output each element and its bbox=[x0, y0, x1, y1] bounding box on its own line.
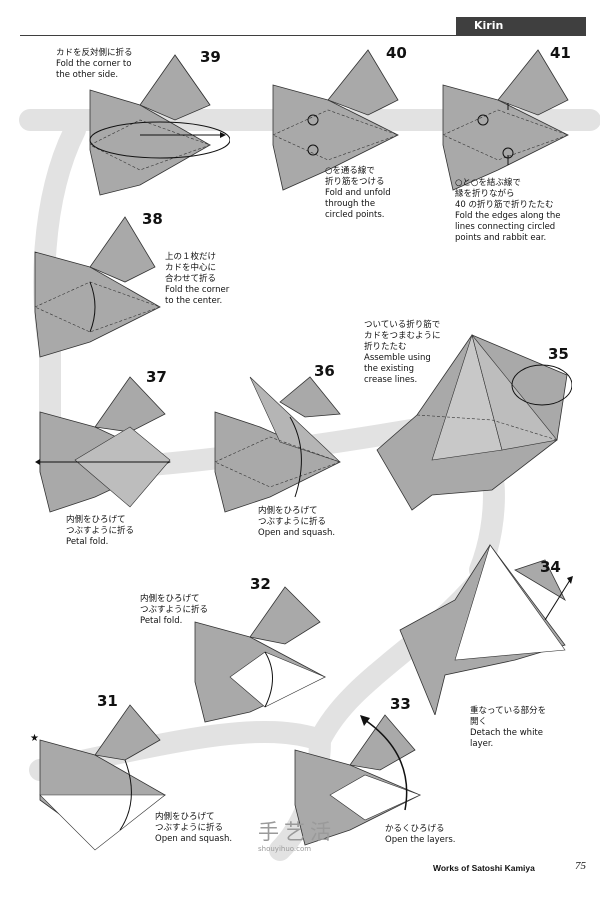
caption-line: 縁を折りながら bbox=[455, 189, 560, 200]
caption-line: lines connecting circled bbox=[455, 222, 560, 233]
caption-line: Open the layers. bbox=[385, 835, 456, 846]
step-37-diagram bbox=[35, 372, 180, 517]
caption-line: 40 の折り筋で折りたたむ bbox=[455, 200, 560, 211]
step-34-caption: 重なっている部分を 開く Detach the white layer. bbox=[470, 706, 546, 750]
caption-line: Detach the white bbox=[470, 728, 546, 739]
caption-line: カドをつまむように bbox=[364, 331, 441, 342]
step-41-diagram bbox=[438, 45, 588, 195]
caption-line: through the bbox=[325, 199, 391, 210]
caption-line: 開く bbox=[470, 717, 546, 728]
caption-line: Fold the corner bbox=[165, 285, 229, 296]
watermark: 手艺活 bbox=[258, 816, 336, 846]
step-36-number: 36 bbox=[314, 362, 335, 380]
caption-line: カドを中心に bbox=[165, 263, 229, 274]
watermark-url: shouyihuo.com bbox=[258, 845, 311, 853]
caption-line: つぶすように折る bbox=[258, 517, 335, 528]
caption-line: Petal fold. bbox=[66, 537, 134, 548]
caption-line: 合わせて折る bbox=[165, 274, 229, 285]
caption-line: points and rabbit ear. bbox=[455, 233, 560, 244]
caption-line: 内側をひろげて bbox=[258, 506, 335, 517]
step-35-caption: ついている折り筋で カドをつまむように 折りたたむ Assemble using… bbox=[364, 320, 441, 386]
caption-line: Assemble using bbox=[364, 353, 441, 364]
caption-line: ついている折り筋で bbox=[364, 320, 441, 331]
step-40-caption: ○を通る線で 折り筋をつける Fold and unfold through t… bbox=[325, 166, 391, 221]
caption-line: crease lines. bbox=[364, 375, 441, 386]
step-38-number: 38 bbox=[142, 210, 163, 228]
step-38-caption: 上の１枚だけ カドを中心に 合わせて折る Fold the corner to … bbox=[165, 252, 229, 307]
caption-line: 上の１枚だけ bbox=[165, 252, 229, 263]
caption-line: layer. bbox=[470, 739, 546, 750]
caption-line: ○を通る線で bbox=[325, 166, 391, 177]
step-37-number: 37 bbox=[146, 368, 167, 386]
step-32-diagram bbox=[190, 582, 340, 727]
caption-line: Open and squash. bbox=[258, 528, 335, 539]
caption-line: 内側をひろげて bbox=[140, 594, 208, 605]
caption-line: 折りたたむ bbox=[364, 342, 441, 353]
step-38-diagram bbox=[30, 212, 170, 362]
caption-line: 重なっている部分を bbox=[470, 706, 546, 717]
caption-line: circled points. bbox=[325, 210, 391, 221]
caption-line: つぶすように折る bbox=[66, 526, 134, 537]
caption-line: Fold the edges along the bbox=[455, 211, 560, 222]
caption-line: Petal fold. bbox=[140, 616, 208, 627]
caption-line: Fold the corner to bbox=[56, 59, 133, 70]
step-31-number: 31 bbox=[97, 692, 118, 710]
step-35-number: 35 bbox=[548, 345, 569, 363]
step-40-number: 40 bbox=[386, 44, 407, 62]
step-36-diagram bbox=[210, 372, 350, 517]
step-31-caption: 内側をひろげて つぶすように折る Open and squash. bbox=[155, 812, 232, 845]
credit: Works of Satoshi Kamiya bbox=[433, 863, 535, 873]
caption-line: かるくひろげる bbox=[385, 824, 456, 835]
caption-line: 内側をひろげて bbox=[155, 812, 232, 823]
step-41-number: 41 bbox=[550, 44, 571, 62]
caption-line: カドを反対側に折る bbox=[56, 48, 133, 59]
caption-line: Open and squash. bbox=[155, 834, 232, 845]
caption-line: つぶすように折る bbox=[155, 823, 232, 834]
step-39-caption: カドを反対側に折る Fold the corner to the other s… bbox=[56, 48, 133, 81]
caption-line: つぶすように折る bbox=[140, 605, 208, 616]
step-34-number: 34 bbox=[540, 558, 561, 576]
caption-line: the existing bbox=[364, 364, 441, 375]
caption-line: 内側をひろげて bbox=[66, 515, 134, 526]
caption-line: ○と○を結ぶ線で bbox=[455, 178, 560, 189]
chapter-tab: Kirin bbox=[456, 17, 586, 35]
header-rule bbox=[20, 35, 586, 36]
step-33-caption: かるくひろげる Open the layers. bbox=[385, 824, 456, 846]
step-39-number: 39 bbox=[200, 48, 221, 66]
step-33-number: 33 bbox=[390, 695, 411, 713]
chapter-title: Kirin bbox=[474, 19, 503, 32]
step-37-caption: 内側をひろげて つぶすように折る Petal fold. bbox=[66, 515, 134, 548]
step-32-caption: 内側をひろげて つぶすように折る Petal fold. bbox=[140, 594, 208, 627]
star-mark: ★ bbox=[30, 733, 39, 744]
step-41-caption: ○と○を結ぶ線で 縁を折りながら 40 の折り筋で折りたたむ Fold the … bbox=[455, 178, 560, 244]
page-number: 75 bbox=[575, 860, 586, 872]
caption-line: Fold and unfold bbox=[325, 188, 391, 199]
step-32-number: 32 bbox=[250, 575, 271, 593]
step-31-diagram bbox=[35, 700, 175, 860]
step-36-caption: 内側をひろげて つぶすように折る Open and squash. bbox=[258, 506, 335, 539]
caption-line: 折り筋をつける bbox=[325, 177, 391, 188]
caption-line: the other side. bbox=[56, 70, 133, 81]
caption-line: to the center. bbox=[165, 296, 229, 307]
